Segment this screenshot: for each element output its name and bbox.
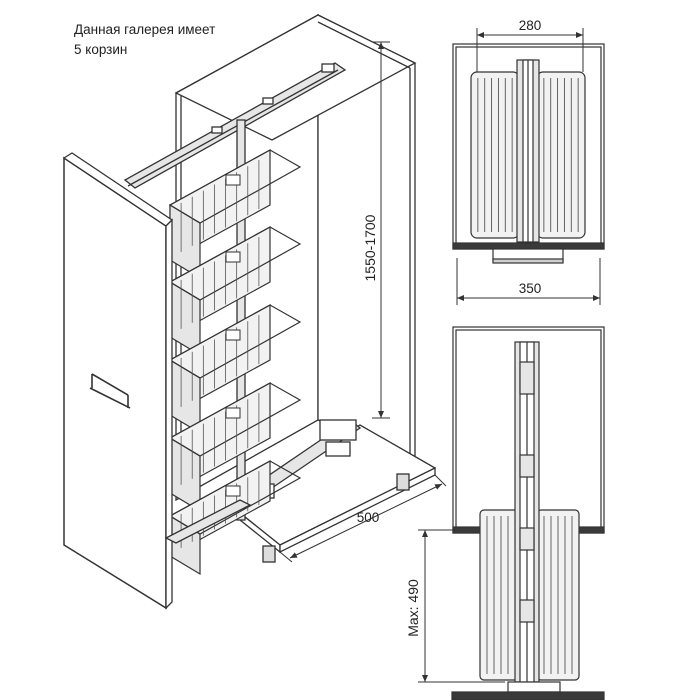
depth-dimension xyxy=(279,474,447,563)
top-view xyxy=(452,43,605,264)
max-extension-label: Max: 490 xyxy=(405,579,421,637)
door-handle xyxy=(89,373,131,409)
side-view-basket-right xyxy=(536,509,580,681)
isometric-cabinet xyxy=(62,13,437,610)
caption: Данная галерея имеет 5 корзин xyxy=(74,20,215,60)
height-dimension xyxy=(372,41,390,419)
top-view-front-edge xyxy=(452,242,605,250)
top-view-basket-left xyxy=(470,71,520,239)
top-depth-dimension xyxy=(456,258,601,305)
height-dimension-label: 1550-1700 xyxy=(362,214,378,281)
depth-dimension-label: 500 xyxy=(357,510,380,525)
iso-basket-3 xyxy=(168,303,302,435)
side-view xyxy=(451,326,605,700)
top-depth-label: 350 xyxy=(519,281,542,296)
max-extension-dimension xyxy=(418,529,505,683)
top-width-label: 280 xyxy=(519,18,542,33)
caption-line-2: 5 корзин xyxy=(74,42,128,57)
door-panel xyxy=(62,152,174,610)
caption-line-1: Данная галерея имеет xyxy=(74,22,216,37)
top-width-dimension xyxy=(476,28,584,72)
top-view-basket-right xyxy=(536,71,586,239)
iso-basket-4 xyxy=(168,381,302,513)
pullout-bottom-frame xyxy=(164,499,252,544)
side-view-door-base xyxy=(507,681,561,693)
top-rail xyxy=(123,62,347,189)
iso-basket-2 xyxy=(168,225,302,357)
